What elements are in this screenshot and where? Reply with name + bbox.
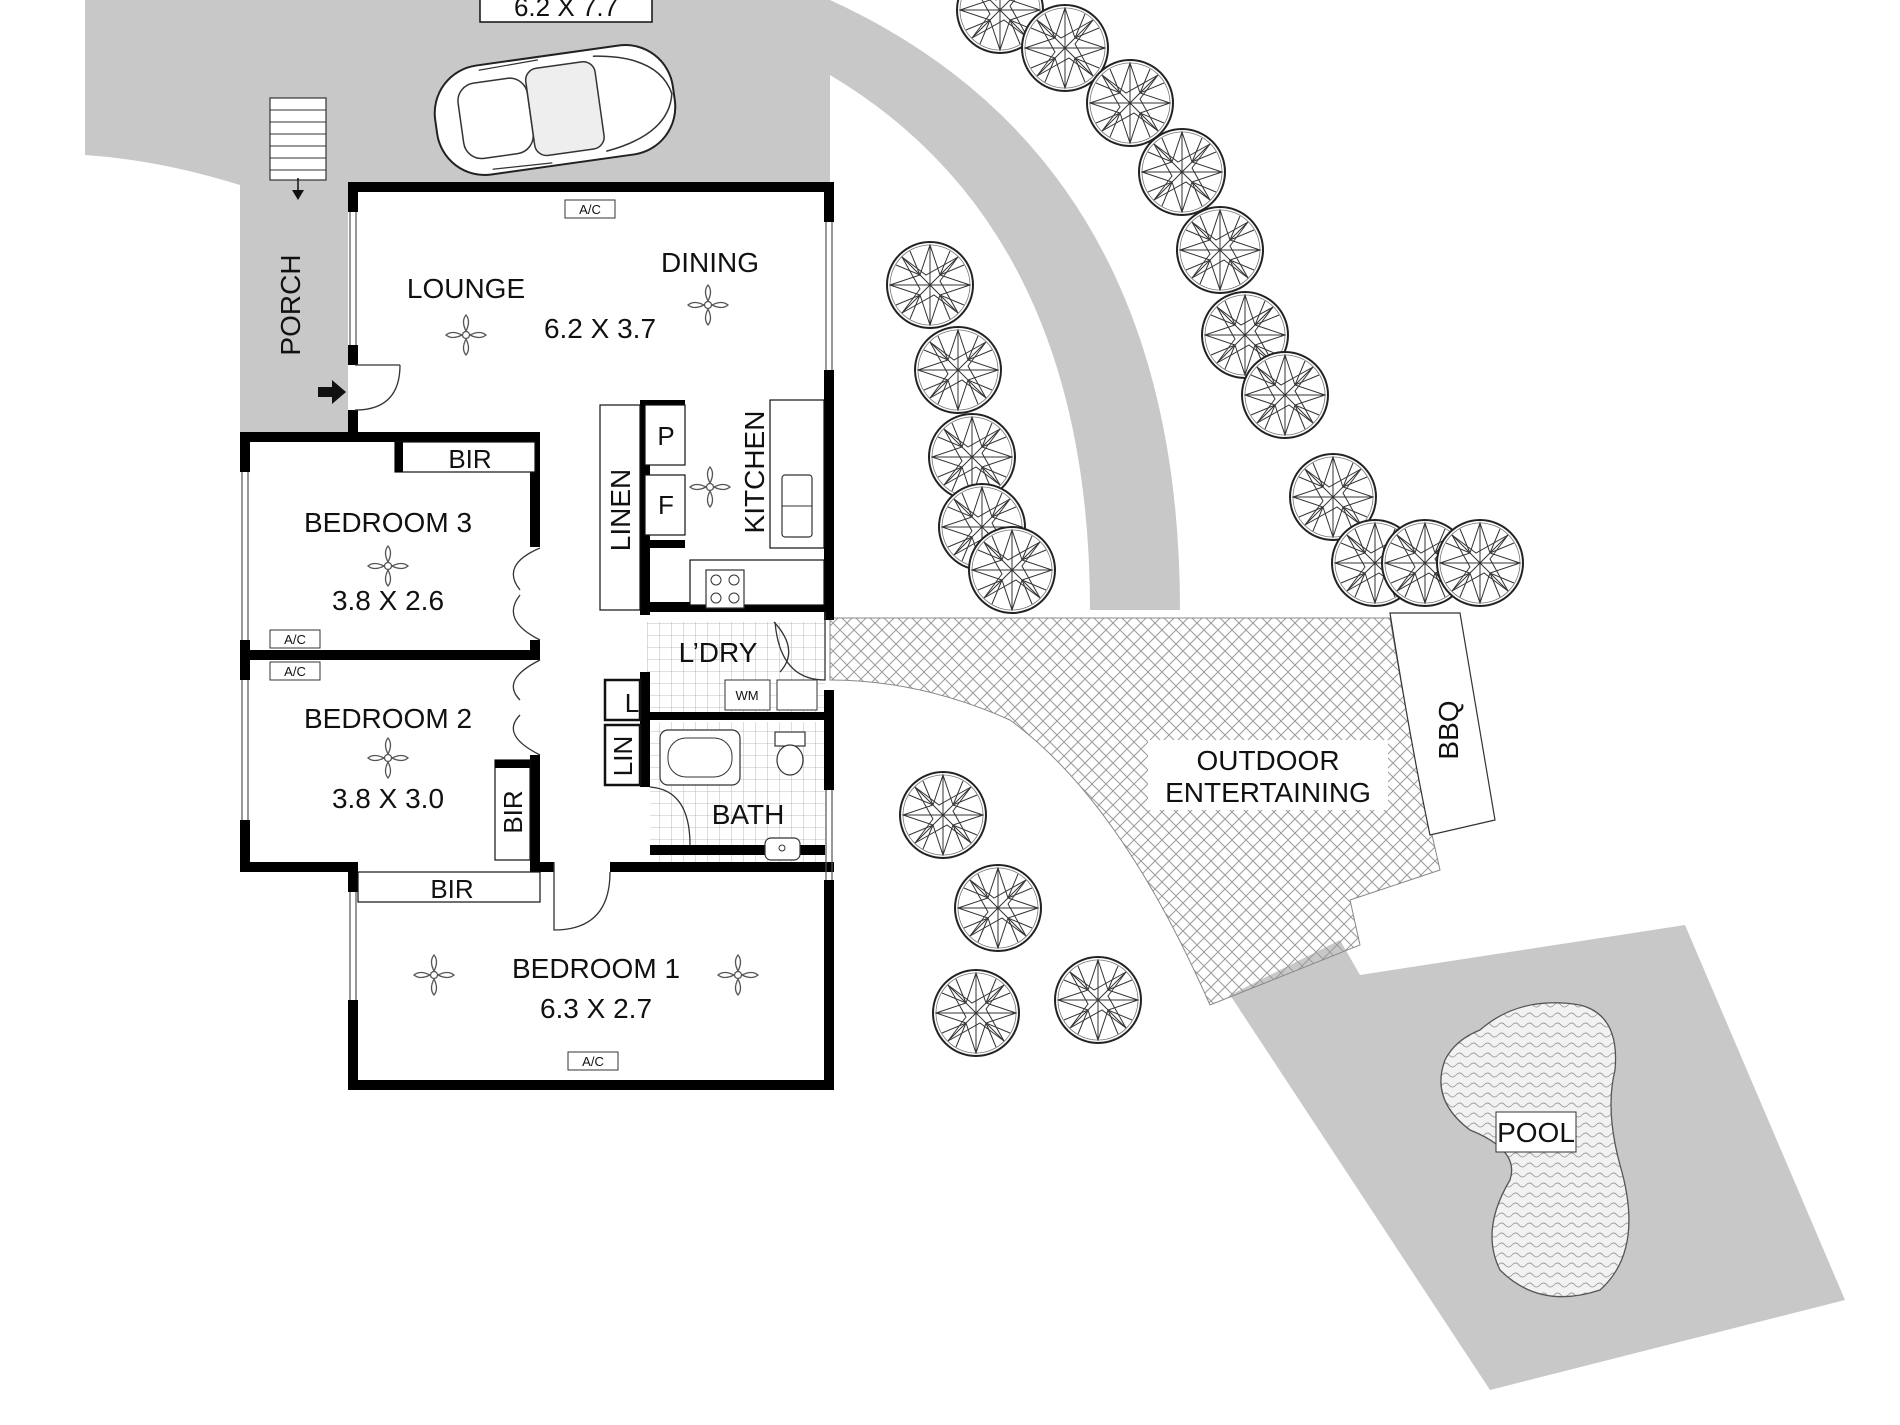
- windows: [241, 212, 833, 1000]
- curved-driveway: [830, 0, 1180, 610]
- washing-machine-label: WM: [735, 688, 758, 703]
- bath-label: BATH: [712, 799, 785, 830]
- cooktop-icon: [705, 569, 745, 609]
- kitchen-label: KITCHEN: [739, 411, 770, 534]
- stairs-icon: [269, 97, 327, 200]
- tree-icon: [1054, 956, 1142, 1044]
- ac-label: A/C: [284, 664, 306, 679]
- outdoor-labels: OUTDOOR ENTERTAINING BBQ POOL: [1148, 700, 1577, 1153]
- bbq-area: [1389, 612, 1496, 836]
- bedroom2-label: BEDROOM 2: [304, 703, 472, 734]
- toilet-icon: [774, 731, 806, 776]
- ac-label: A/C: [579, 202, 601, 217]
- tree-icon: [1176, 206, 1264, 294]
- dining-label: DINING: [661, 247, 759, 278]
- l-cupboard-label: L: [625, 688, 639, 718]
- outdoor-label-line1: OUTDOOR: [1196, 745, 1339, 776]
- garage-dimensions: 6.2 X 7.7: [514, 0, 618, 22]
- bir-bed1-label: BIR: [430, 874, 473, 904]
- bbq-label: BBQ: [1433, 700, 1464, 759]
- kitchen-bench: [689, 399, 825, 609]
- ac-label: A/C: [284, 632, 306, 647]
- bedroom3-label: BEDROOM 3: [304, 507, 472, 538]
- tree-icon: [1436, 519, 1524, 607]
- walls: [240, 182, 834, 1090]
- fridge-label: F: [658, 490, 674, 520]
- bir-bed3-label: BIR: [448, 444, 491, 474]
- pool-label: POOL: [1497, 1117, 1575, 1148]
- tree-icon: [932, 969, 1020, 1057]
- porch-label: PORCH: [275, 254, 306, 355]
- bathtub-icon: [659, 729, 741, 786]
- lin-label: LIN: [608, 736, 638, 776]
- tree-icon: [899, 771, 987, 859]
- trough-icon: [776, 679, 818, 711]
- laundry-label: L’DRY: [679, 637, 758, 668]
- lounge-dimensions: 6.2 X 3.7: [544, 313, 656, 344]
- entry-arrow-icon: [318, 380, 346, 404]
- tree-icon: [1138, 128, 1226, 216]
- laundry-fixtures: [724, 679, 818, 711]
- bedroom2-dimensions: 3.8 X 3.0: [332, 783, 444, 814]
- pool-path: [1230, 940, 1380, 1040]
- lounge-label: LOUNGE: [407, 273, 525, 304]
- tree-icon: [1241, 351, 1329, 439]
- tree-icon: [1086, 59, 1174, 147]
- cupboards: [357, 404, 686, 903]
- outdoor-label-line2: ENTERTAINING: [1165, 777, 1371, 808]
- tree-icon: [968, 526, 1056, 614]
- linen-label: LINEN: [605, 469, 636, 551]
- ac-units: A/C A/C A/C A/C: [269, 199, 619, 1071]
- basin-icon: [764, 837, 801, 861]
- bedroom3-dimensions: 3.8 X 2.6: [332, 585, 444, 616]
- ac-label: A/C: [582, 1054, 604, 1069]
- car-icon: [433, 44, 677, 176]
- washing-machine-box: [724, 679, 771, 711]
- tree-icon: [954, 864, 1042, 952]
- tree-icon: [914, 326, 1002, 414]
- garage-label-box: 6.2 X 7.7: [479, 0, 653, 23]
- doors: [354, 364, 826, 931]
- pantry-label: P: [657, 421, 674, 451]
- bedroom1-label: BEDROOM 1: [512, 953, 680, 984]
- tree-icon: [886, 241, 974, 329]
- sink-icon: [781, 474, 813, 538]
- bedroom1-dimensions: 6.3 X 2.7: [540, 993, 652, 1024]
- bir-bed2-label: BIR: [498, 790, 528, 833]
- room-labels: PORCH LOUNGE 6.2 X 3.7 DINING KITCHEN P …: [275, 247, 784, 1024]
